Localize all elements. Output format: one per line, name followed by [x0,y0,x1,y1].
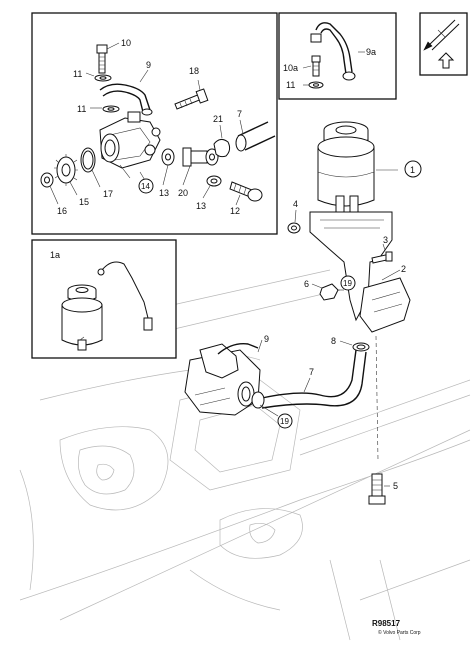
callout-13-b: 13 [196,201,206,211]
nipple-10a [302,55,321,77]
callout-15: 15 [79,197,89,207]
hose-7-inset [235,119,276,152]
callout-16: 16 [57,206,67,216]
callout-10a: 10a [283,63,298,73]
callout-2: 2 [401,264,406,274]
callout-11-top: 11 [73,69,82,79]
callout-8: 8 [331,336,336,346]
pump-mounted [184,339,279,417]
callout-6: 6 [304,279,309,289]
callout-7-inset: 7 [237,109,242,119]
banjo-bolt-12 [229,181,263,206]
callout-11-inset: 11 [286,80,295,90]
front-direction-icon [423,19,460,51]
up-arrow-icon [437,52,455,69]
callout-14: 14 [141,182,150,191]
callout-19-circle-b [277,413,293,429]
callout-19-a: 19 [343,279,352,288]
clamp-8 [339,340,370,352]
callout-10: 10 [121,38,131,48]
bolt-axis-dashline [375,335,379,461]
bolt-3 [371,243,393,264]
engine-background-outline [19,269,471,641]
gear-15 [54,154,78,196]
callout-19-b: 19 [280,417,289,426]
callout-20: 20 [178,188,188,198]
bolt-5 [368,473,390,505]
orientation-icon-box [419,12,468,76]
callout-12: 12 [230,206,240,216]
callout-18: 18 [189,66,199,76]
callout-1a: 1a [50,250,60,260]
callout-21: 21 [213,114,223,124]
callout-13-a: 13 [159,188,169,198]
pump-body [99,111,161,179]
callout-17: 17 [103,189,113,199]
callout-7-main: 7 [309,367,314,377]
copyright-notice: © Volvo Parts Corp [378,629,421,636]
callout-9a: 9a [366,47,376,57]
callout-1-circle [404,160,422,178]
bolt-10 [96,42,120,74]
callout-9-inset: 9 [146,60,151,70]
reference-code: R98517 [372,619,401,628]
reservoir-assembly [287,121,411,333]
callout-19-circle-a [340,275,356,291]
callout-1: 1 [410,165,415,175]
callout-9-main: 9 [264,334,269,344]
reservoir-1a-inset [31,239,177,359]
callout-11-mid: 11 [77,104,86,114]
callout-14-circle [138,178,154,194]
hose-7-main [261,349,367,409]
pump-exploded-inset [31,12,278,235]
callout-4: 4 [293,199,298,209]
bolt-18 [174,79,209,110]
callout-5: 5 [393,481,398,491]
pipe-9a-inset [278,12,397,100]
callout-3: 3 [383,235,388,245]
union-20 [182,147,208,186]
